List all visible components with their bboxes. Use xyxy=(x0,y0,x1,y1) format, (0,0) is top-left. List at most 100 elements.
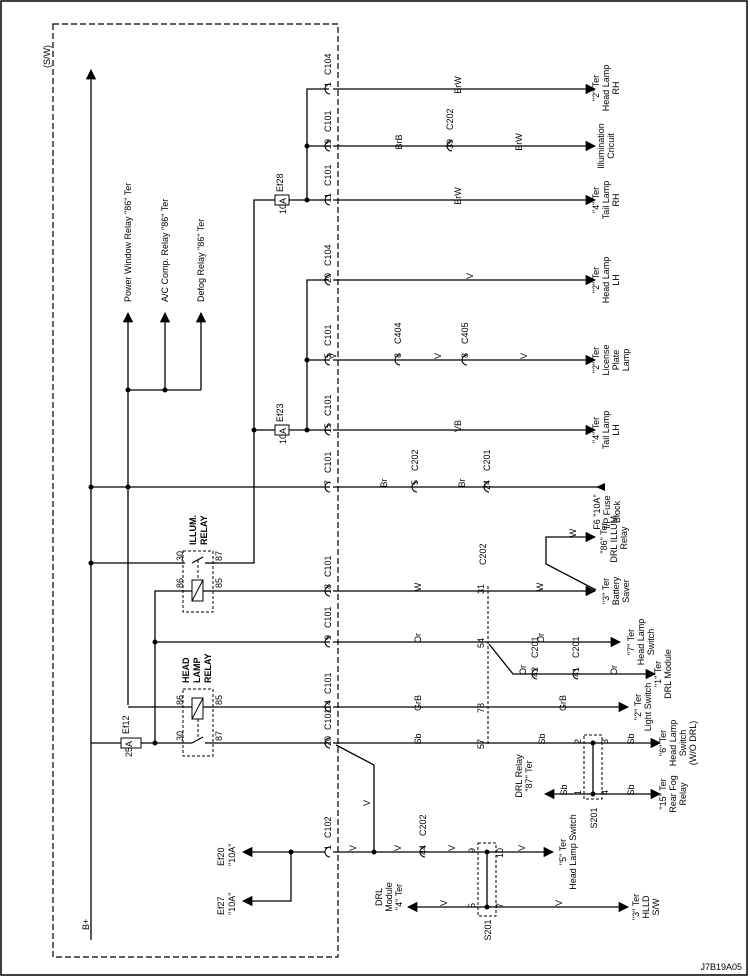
junction-dot xyxy=(484,849,490,855)
junction-dot xyxy=(162,387,168,393)
wire xyxy=(545,531,597,591)
pin-number: 5 xyxy=(323,353,333,358)
junction-dot xyxy=(152,740,158,746)
destination-label: Head Lamp xyxy=(601,257,611,304)
connector-symbol xyxy=(394,354,401,366)
splice-s201 xyxy=(583,734,603,800)
destination-label: "1" Ter xyxy=(653,661,663,687)
destination-label: "6" Ter xyxy=(658,730,668,756)
relay-output-label: Defog Relay "86" Ter xyxy=(196,219,206,302)
connector-symbol xyxy=(461,354,468,366)
wire-color: Sb xyxy=(537,733,547,744)
destination-label: "15" Ter xyxy=(658,778,668,809)
pin-number: 14 xyxy=(323,700,333,710)
switch-box-boundary xyxy=(52,23,339,958)
connector-symbol xyxy=(324,354,331,366)
destination-label: Relay xyxy=(619,526,629,550)
destination-label: Lamp xyxy=(621,349,631,372)
illum-relay-87-feed xyxy=(214,199,275,564)
wire-color: V xyxy=(328,353,338,359)
wire-color: W xyxy=(568,528,578,537)
pin-label: 30 xyxy=(175,731,185,741)
connector-id: C201 xyxy=(482,449,492,471)
fuse-rating: 10A xyxy=(278,428,288,444)
destination-label: RH xyxy=(611,194,621,207)
wire-color: W xyxy=(535,582,545,591)
pin-number: 1 xyxy=(573,790,583,795)
connector-symbol xyxy=(324,636,331,648)
pin-number: 78 xyxy=(476,703,486,713)
destination-label: "3" Ter xyxy=(601,578,611,604)
destination-label: "2" Ter xyxy=(591,347,601,373)
pin-number: 11 xyxy=(323,193,333,202)
junction-dot xyxy=(88,484,94,490)
pin-label: 86 xyxy=(175,695,185,705)
wire-color: Sb xyxy=(626,784,636,795)
connector-id: C202 xyxy=(410,449,420,471)
pin-number: 2 xyxy=(573,739,583,744)
wire-color: VB xyxy=(453,420,463,432)
wire-color: Sb xyxy=(626,733,636,744)
wire-color: Or xyxy=(609,665,619,675)
connector-id: C102 xyxy=(323,816,333,838)
pin-number: 54 xyxy=(476,638,486,648)
destination-label: LH xyxy=(611,274,621,286)
destination-label: "87" Ter xyxy=(524,760,534,791)
illum-relay[interactable] xyxy=(91,550,214,613)
junction-dot xyxy=(152,639,158,645)
pin-number: 42 xyxy=(530,667,540,677)
wire-color: BrW xyxy=(453,76,463,94)
headlamp-relay[interactable] xyxy=(128,688,214,757)
wire-color: Or xyxy=(518,665,528,675)
connector-id: C201 xyxy=(530,636,540,658)
destination-label: Tail Lamp xyxy=(601,181,611,220)
destination-label: Saver xyxy=(621,579,631,603)
relay-title: RELAY xyxy=(199,515,209,545)
connector-symbol xyxy=(324,585,331,597)
connector-symbol xyxy=(324,194,331,206)
connector-id: C101 xyxy=(323,394,333,416)
junction-dot xyxy=(590,740,596,746)
right-side-circuits: 1C10419C10111C10120C1045C10115C1017C101B… xyxy=(323,53,698,940)
wire-color: V xyxy=(554,900,564,906)
wire-color: Or xyxy=(536,633,546,643)
fuse-output-label: Ef20 xyxy=(216,847,226,866)
wire-color: BrB xyxy=(394,134,404,149)
fuse-rating: 10A xyxy=(278,198,288,214)
relay-output-label: Power Window Relay "86" Ter xyxy=(123,183,133,302)
pin-number: 1 xyxy=(323,845,333,850)
destination-label: HLLD xyxy=(641,895,651,919)
pin-number: 15 xyxy=(323,423,333,433)
wire-color: Br xyxy=(457,478,467,487)
pin-number: 57 xyxy=(476,739,486,749)
destination-label: "2" Ter xyxy=(591,267,601,293)
wire xyxy=(154,590,192,742)
pin-label: 85 xyxy=(214,695,224,705)
relay-title: HEAD xyxy=(181,657,191,683)
connector-id: C101 xyxy=(323,606,333,628)
relay-output-label: A/C Comp. Relay "86" Ter xyxy=(160,199,170,302)
connector-symbol xyxy=(324,424,331,436)
junction-dot xyxy=(304,197,310,203)
destination-label: DRL ILLUM. xyxy=(609,513,619,562)
destination-label: Illumination xyxy=(596,123,606,169)
pin-number: 20 xyxy=(323,736,333,746)
splice-id: S201 xyxy=(483,919,493,940)
pin-number: 7 xyxy=(495,903,505,908)
destination-label: LH xyxy=(611,424,621,436)
connector-id: C101 xyxy=(323,708,333,730)
wire-color: V xyxy=(439,900,449,906)
pin-number: 5 xyxy=(410,480,420,485)
pin-number: 5 xyxy=(467,903,477,908)
destination-label: Module xyxy=(384,882,394,912)
pin-number: 20 xyxy=(323,273,333,283)
fuse-output-rating: "10A" xyxy=(227,844,237,866)
pin-number: 8 xyxy=(460,353,470,358)
fuse-output-label: Ef27 xyxy=(216,896,226,915)
destination-label: DRL Module xyxy=(663,649,673,699)
connector-symbol xyxy=(446,140,453,152)
splice-id: S201 xyxy=(589,807,599,828)
pin-label: 85 xyxy=(214,578,224,588)
connector-id: C101 xyxy=(323,110,333,132)
junction-dot xyxy=(288,849,294,855)
